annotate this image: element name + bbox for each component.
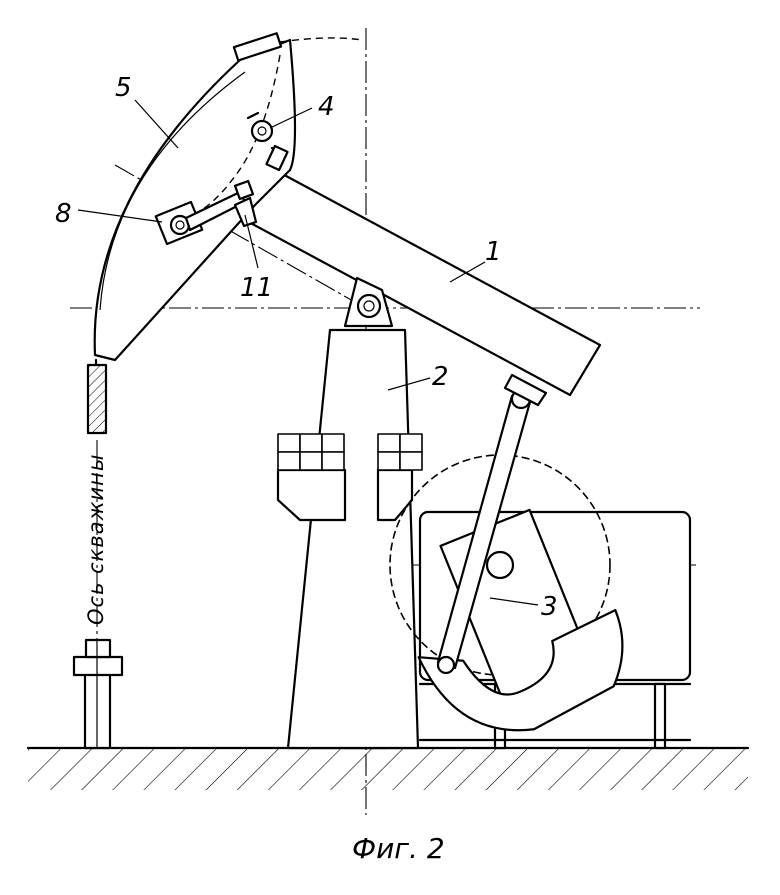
stand-block [321, 451, 345, 471]
label-part-4: 4 [318, 92, 335, 122]
head-top-plate [232, 32, 283, 62]
stand-block [377, 451, 401, 471]
stand-block [399, 433, 423, 453]
label-part-3: 3 [541, 592, 558, 622]
label-part-11: 11 [240, 273, 273, 303]
head-pin-4 [246, 111, 289, 172]
stand-block [399, 451, 423, 471]
beam-pivot [343, 276, 394, 328]
stand-block [377, 433, 401, 453]
label-part-1: 1 [485, 237, 502, 267]
stand-block [321, 433, 345, 453]
wellhead [72, 638, 124, 750]
stand-block [299, 433, 323, 453]
label-part-5: 5 [115, 73, 132, 103]
counterweight-arc [279, 37, 363, 43]
stand-post [276, 328, 423, 750]
crank-pin [485, 550, 515, 580]
latch-11 [233, 196, 258, 228]
stand-block [277, 451, 301, 471]
label-part-2: 2 [432, 362, 449, 392]
stand-block [277, 433, 301, 453]
walking-beam [243, 168, 602, 407]
figure-caption: Фиг. 2 [352, 832, 445, 865]
bridle [86, 358, 108, 435]
stand-block [299, 451, 323, 471]
leader-lines [77, 99, 539, 606]
label-part-8: 8 [55, 199, 72, 229]
ground-hatch [28, 748, 748, 790]
latch-8 [154, 179, 255, 246]
well-axis-label: Ось скважины [84, 454, 108, 625]
